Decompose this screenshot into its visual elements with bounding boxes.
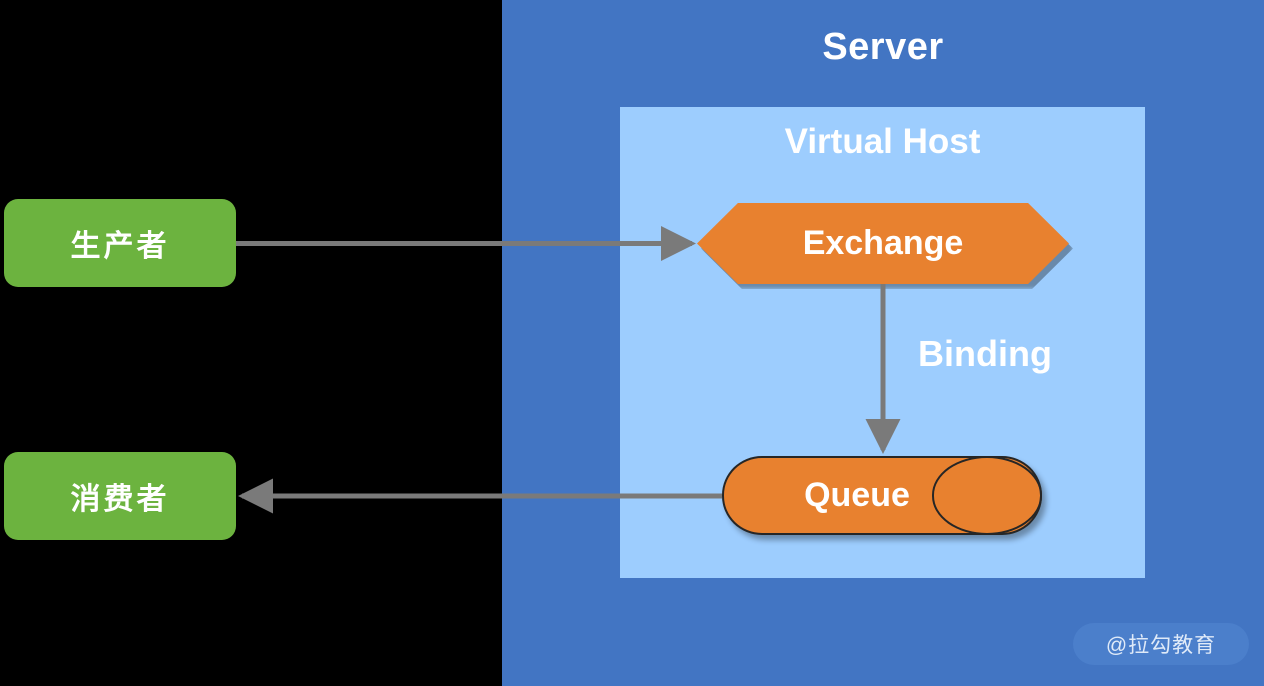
virtual-host-title: Virtual Host <box>784 122 981 161</box>
producer-label: 生产者 <box>70 230 170 263</box>
queue-node <box>722 456 1042 535</box>
consumer-node: 消费者 <box>4 452 236 540</box>
exchange-label-wrap: Exchange <box>697 203 1069 284</box>
queue-label: Queue <box>804 476 910 514</box>
consumer-label: 消费者 <box>70 483 170 516</box>
producer-node: 生产者 <box>4 199 236 287</box>
exchange-label: Exchange <box>802 224 964 262</box>
queue-label-wrap: Queue <box>722 456 992 535</box>
server-title: Server <box>822 26 944 68</box>
exchange-hexagon <box>697 203 1069 284</box>
watermark-badge: @拉勾教育 <box>1073 623 1249 665</box>
exchange-node <box>697 203 1073 289</box>
queue-cylinder-cap <box>932 456 1042 535</box>
binding-label: Binding <box>918 333 1052 374</box>
